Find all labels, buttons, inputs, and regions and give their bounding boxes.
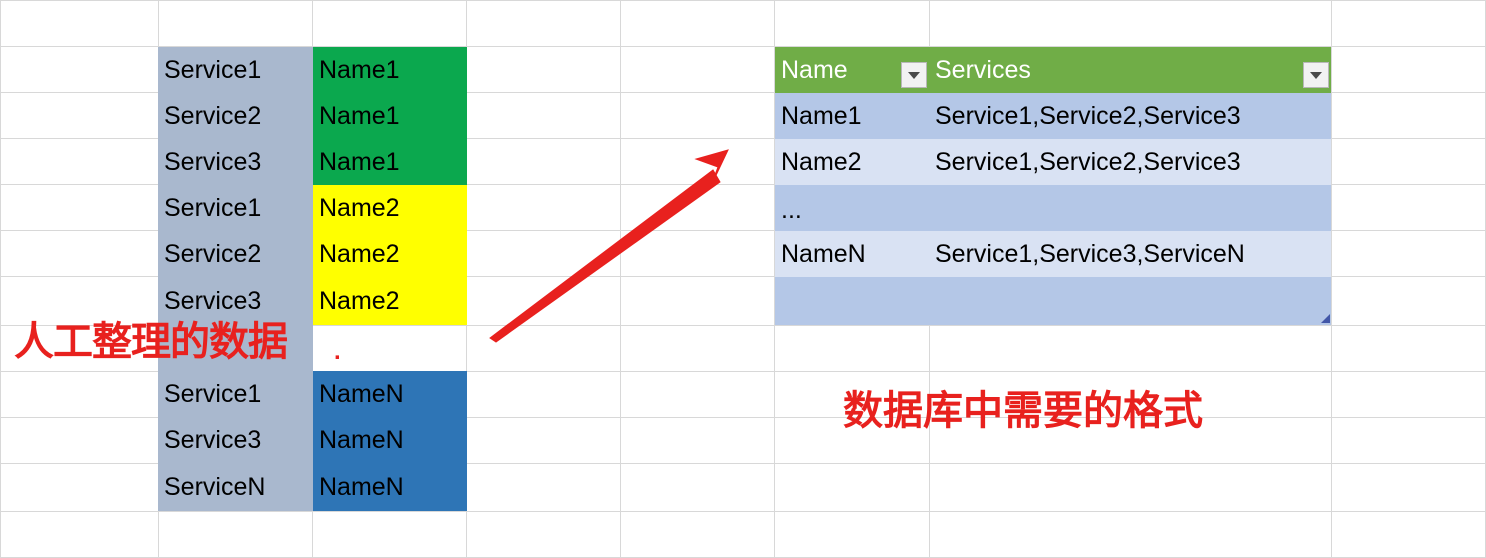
- manual-name-cell: NameN: [313, 463, 467, 511]
- manual-name-cell: Name1: [313, 93, 467, 139]
- db-table-cell-services: [929, 185, 1331, 231]
- db-table-cell-name: Name1: [775, 93, 929, 139]
- manual-service-cell: Service1: [158, 47, 313, 93]
- table-resize-handle[interactable]: [1321, 314, 1330, 323]
- manual-service-cell: Service1: [158, 371, 313, 417]
- manual-name-cell: Name1: [313, 47, 467, 93]
- annotation-manual-data-suffix: .: [334, 338, 341, 365]
- db-table-cell-name: NameN: [775, 231, 929, 277]
- filter-dropdown-icon[interactable]: [1303, 62, 1329, 88]
- db-table-cell-name: [775, 277, 929, 325]
- db-table-header-services[interactable]: Services: [929, 47, 1331, 93]
- db-table-cell-services: Service1,Service3,ServiceN: [929, 231, 1331, 277]
- annotation-db-format: 数据库中需要的格式: [843, 389, 1203, 433]
- manual-name-cell: Name2: [313, 185, 467, 231]
- db-table-cell-services: Service1,Service2,Service3: [929, 139, 1331, 185]
- manual-service-cell: Service3: [158, 417, 313, 463]
- manual-service-cell: Service2: [158, 93, 313, 139]
- manual-name-cell: Name2: [313, 277, 467, 325]
- manual-service-cell: Service3: [158, 139, 313, 185]
- db-table-cell-services: [929, 277, 1331, 325]
- red-arrow-icon: [489, 149, 729, 343]
- db-table-cell-name: ...: [775, 185, 929, 231]
- manual-name-cell: Name1: [313, 139, 467, 185]
- manual-service-cell: Service3: [158, 277, 313, 325]
- manual-name-cell: NameN: [313, 417, 467, 463]
- manual-name-cell: Name2: [313, 231, 467, 277]
- manual-name-cell: NameN: [313, 371, 467, 417]
- annotation-manual-data: 人工整理的数据: [14, 320, 288, 364]
- db-table-cell-services: Service1,Service2,Service3: [929, 93, 1331, 139]
- db-table-cell-name: Name2: [775, 139, 929, 185]
- manual-service-blank-cell: [158, 325, 313, 371]
- manual-service-cell: Service1: [158, 185, 313, 231]
- manual-service-cell: ServiceN: [158, 463, 313, 511]
- chevron-down-icon: [908, 71, 920, 79]
- manual-service-cell: Service2: [158, 231, 313, 277]
- chevron-down-icon: [1310, 71, 1322, 79]
- filter-dropdown-icon[interactable]: [901, 62, 927, 88]
